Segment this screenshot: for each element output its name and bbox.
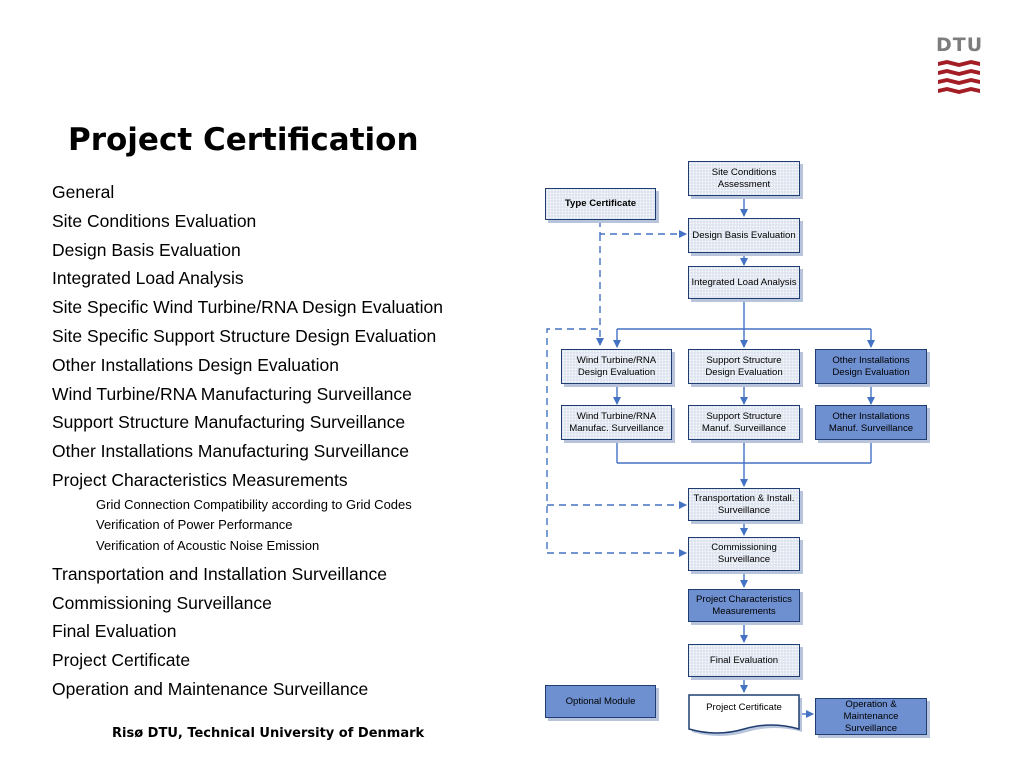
node-wt-manuf: Wind Turbine/RNA Manufac. Surveillance <box>561 405 672 440</box>
sub-topic-item: Verification of Acoustic Noise Emission <box>96 538 320 554</box>
node-project-certificate-shape <box>688 694 802 736</box>
node-commissioning: Commissioning Surveillance <box>688 537 800 571</box>
node-wt-design: Wind Turbine/RNA Design Evaluation <box>561 349 672 384</box>
sub-topic-list: Grid Connection Compatibility according … <box>52 495 522 560</box>
node-type-certificate: Type Certificate <box>545 188 656 220</box>
topic-item: Other Installations Manufacturing Survei… <box>52 441 409 462</box>
topic-item: Integrated Load Analysis <box>52 268 244 289</box>
node-integrated-load: Integrated Load Analysis <box>688 266 800 299</box>
topic-item: Site Conditions Evaluation <box>52 210 257 231</box>
node-oi-manuf: Other Installations Manuf. Surveillance <box>815 405 927 440</box>
node-project-characteristics: Project Characteristics Measurements <box>688 589 800 622</box>
sub-topic-item: Grid Connection Compatibility according … <box>96 496 412 512</box>
topic-item: Final Evaluation <box>52 621 177 642</box>
node-oi-design: Other Installations Design Evaluation <box>815 349 927 384</box>
dashed-type-cert-to-design-basis <box>599 220 687 238</box>
node-om-surveillance: Operation & Maintenance Surveillance <box>815 698 927 735</box>
footer: Risø DTU, Technical University of Denmar… <box>112 726 425 741</box>
dtu-logo: DTU <box>936 34 982 96</box>
topic-item: Project Characteristics Measurements <box>52 469 348 490</box>
node-ss-design: Support Structure Design Evaluation <box>688 349 800 384</box>
topic-item: Commissioning Surveillance <box>52 592 272 613</box>
topic-item: Design Basis Evaluation <box>52 239 241 260</box>
dashed-loop-from-wt <box>546 328 598 553</box>
topic-item: Other Installations Design Evaluation <box>52 354 339 375</box>
node-site-conditions: Site Conditions Assessment <box>688 161 800 196</box>
topic-item: Transportation and Installation Surveill… <box>52 563 387 584</box>
node-final-evaluation: Final Evaluation <box>688 644 800 677</box>
topic-item: Support Structure Manufacturing Surveill… <box>52 412 406 433</box>
topic-item: Wind Turbine/RNA Manufacturing Surveilla… <box>52 383 412 404</box>
slide-title: Project Certification <box>68 122 419 158</box>
topic-item: General <box>52 182 115 202</box>
topic-list: General Site Conditions Evaluation Desig… <box>52 178 522 704</box>
topic-item: Site Specific Wind Turbine/RNA Design Ev… <box>52 297 444 318</box>
topic-item: Site Specific Support Structure Design E… <box>52 325 437 346</box>
topic-item: Operation and Maintenance Surveillance <box>52 679 369 700</box>
logo-wordmark: DTU <box>936 34 984 56</box>
node-design-basis: Design Basis Evaluation <box>688 218 800 253</box>
logo-waves-icon <box>938 60 980 94</box>
node-project-certificate: Project Certificate <box>706 702 782 713</box>
sub-topic-item: Verification of Power Performance <box>96 517 293 533</box>
node-ss-manuf: Support Structure Manuf. Surveillance <box>688 405 800 440</box>
legend-optional-module: Optional Module <box>545 685 656 718</box>
node-transport: Transportation & Install. Surveillance <box>688 488 800 521</box>
topic-item: Project Certificate <box>52 650 191 671</box>
